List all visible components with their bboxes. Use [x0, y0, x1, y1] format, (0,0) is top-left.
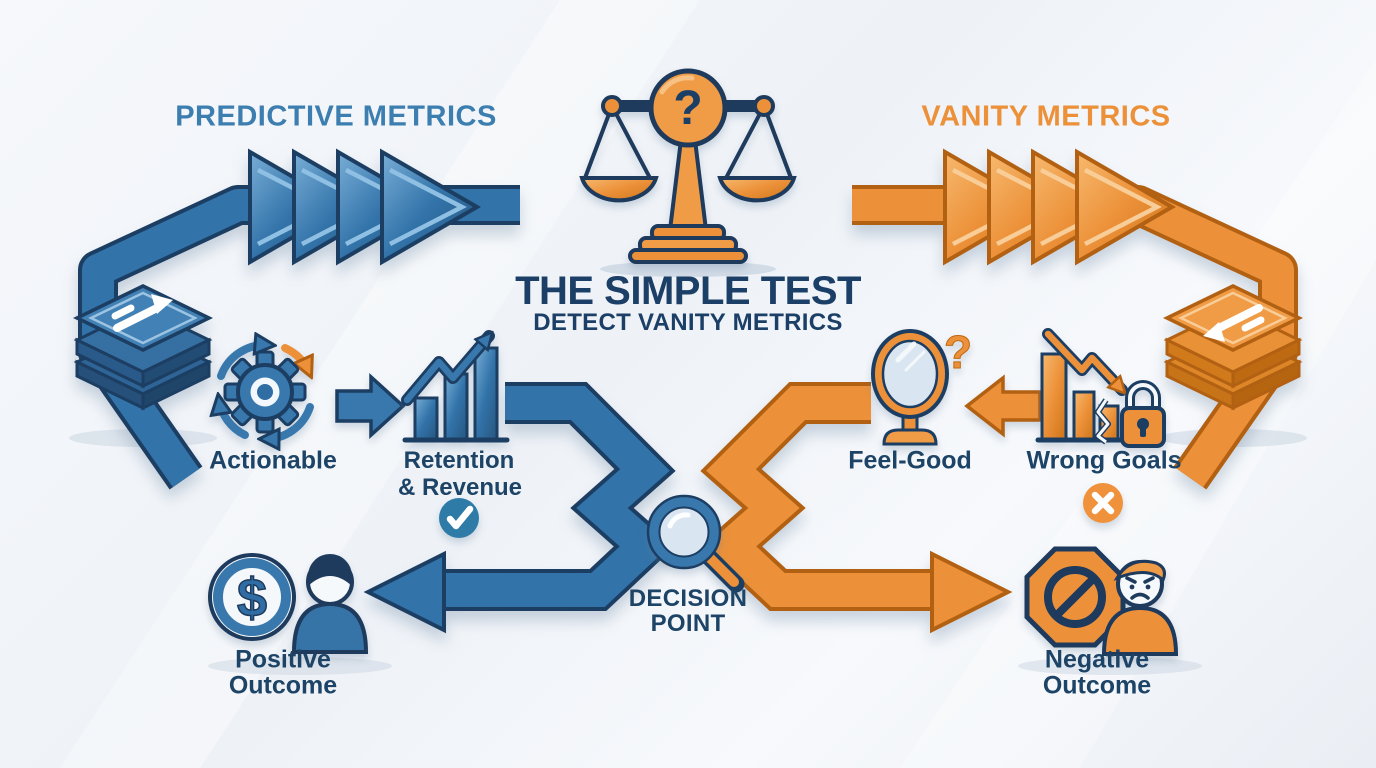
- scale-question-mark: ?: [673, 82, 702, 135]
- label-negative-line2: Outcome: [1042, 671, 1152, 700]
- mirror-icon: ?: [871, 326, 973, 446]
- down-arrow-glyph: [1203, 304, 1265, 342]
- label-decision-line2: POINT: [650, 610, 726, 637]
- layers-stack-down-icon: [1162, 284, 1304, 411]
- label-positive-line1: Positive: [235, 645, 331, 674]
- arrow-left-icon: [964, 374, 1042, 438]
- label-decision-line1: DECISION: [628, 585, 748, 612]
- check-circle-icon: [439, 498, 479, 538]
- x-circle-icon: [1083, 483, 1123, 523]
- label-actionable: Actionable: [209, 446, 337, 475]
- mirror-question-mark: ?: [944, 326, 972, 378]
- label-feel-good: Feel-Good: [848, 446, 972, 475]
- vanity-flow-band: [852, 148, 1304, 490]
- label-wrong-goals: Wrong Goals: [1026, 446, 1182, 475]
- up-arrow-glyph: [111, 294, 173, 332]
- magnifier-icon: [646, 494, 745, 593]
- dollar-glyph: $: [237, 568, 267, 628]
- layers-stack-up-icon: [72, 284, 214, 411]
- predictive-heading: PREDICTIVE METRICS: [175, 100, 497, 133]
- predictive-decision-path: [363, 382, 677, 634]
- question-badge: [648, 68, 728, 148]
- chevron-arrows-blue: [248, 148, 481, 266]
- predictive-flow-band: [72, 148, 520, 490]
- arrow-left-head-blue: [363, 550, 446, 634]
- bar-chart-down-lock-icon: [1035, 328, 1166, 448]
- gear-cycle-icon: [219, 345, 314, 439]
- label-positive-line2: Outcome: [228, 671, 338, 700]
- arrow-right-icon: [335, 373, 406, 439]
- angry-user-icon: [1101, 559, 1179, 656]
- arrow-right-head-orange: [930, 550, 1013, 634]
- scale-pan-left: [579, 176, 659, 203]
- page-title: THE SIMPLE TEST: [515, 269, 861, 313]
- label-retention-line2: & Revenue: [397, 474, 523, 501]
- label-retention-line1: Retention: [403, 447, 515, 474]
- positive-outcome-icon: $: [208, 553, 369, 654]
- bar-chart-up-icon: [401, 330, 510, 443]
- vanity-heading: VANITY METRICS: [921, 100, 1171, 133]
- scale-pan-right: [717, 176, 797, 203]
- vanity-decision-path: [699, 382, 1013, 634]
- negative-outcome-icon: [1024, 546, 1179, 656]
- balance-scale-icon: ?: [579, 68, 797, 264]
- label-negative-line1: Negative: [1044, 645, 1150, 674]
- happy-user-icon: [291, 554, 369, 654]
- lock-icon: [1120, 380, 1166, 448]
- dollar-coin-icon: $: [208, 553, 296, 641]
- page-subtitle: DETECT VANITY METRICS: [533, 309, 843, 336]
- chevron-arrows-orange: [943, 148, 1176, 266]
